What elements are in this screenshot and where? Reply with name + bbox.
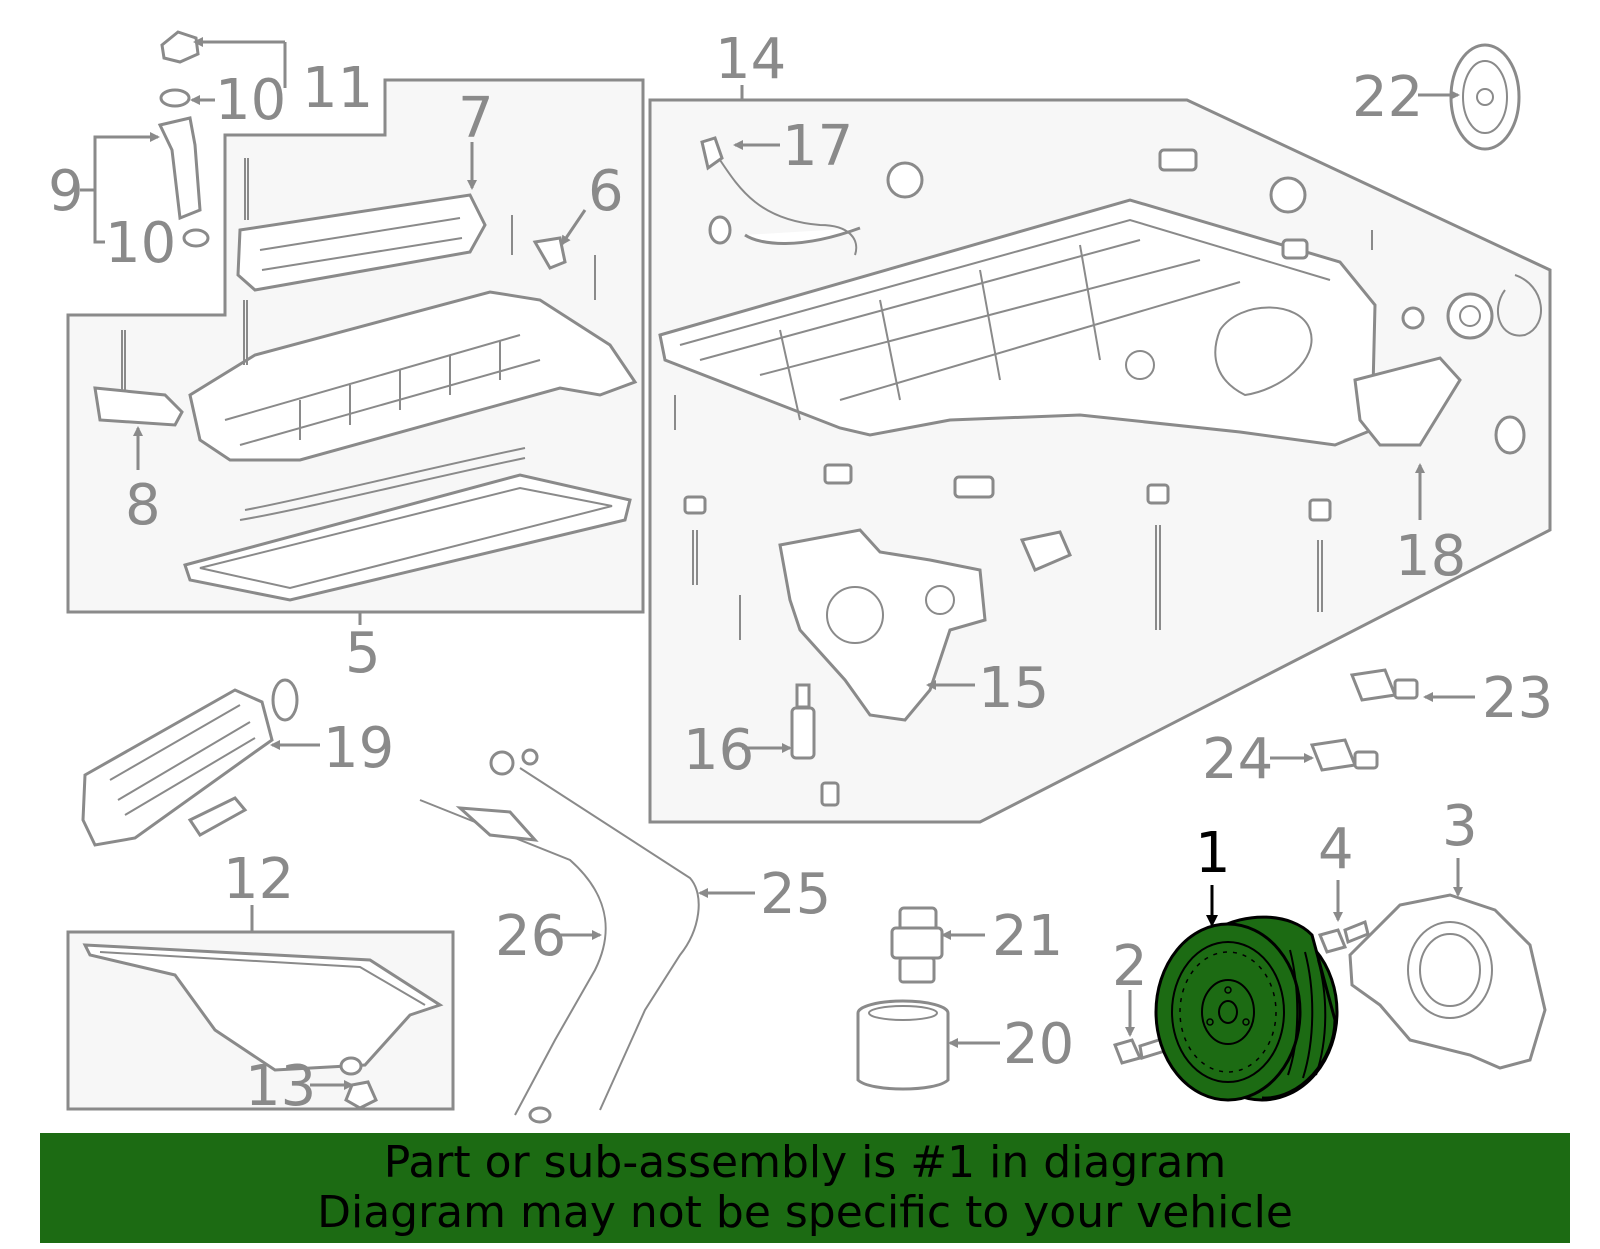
- callout-2: 2: [1112, 934, 1148, 999]
- banner-line-1: Part or sub-assembly is #1 in diagram: [383, 1137, 1227, 1188]
- callout-25: 25: [760, 862, 831, 927]
- callout-19: 19: [323, 716, 394, 781]
- callout-14: 14: [715, 27, 786, 92]
- callout-22: 22: [1352, 65, 1423, 130]
- callout-9: 9: [48, 159, 84, 224]
- callout-11: 11: [302, 56, 373, 121]
- oil-tube-part: [81, 678, 299, 847]
- callout-10-lower: 10: [105, 211, 176, 276]
- valve-cover-part: [93, 158, 638, 602]
- oil-filter-part: [856, 999, 950, 1091]
- callout-21: 21: [992, 904, 1063, 969]
- dipstick-part: [419, 748, 700, 1124]
- seal-housing-part: [1348, 893, 1547, 1070]
- sensor-23-part: [1349, 668, 1419, 702]
- callout-15: 15: [978, 656, 1049, 721]
- callout-10-upper: 10: [215, 68, 286, 133]
- engine-block-part: [658, 136, 1542, 640]
- callout-6: 6: [588, 159, 624, 224]
- sensor-24-part: [1309, 738, 1379, 772]
- callout-24: 24: [1202, 727, 1273, 792]
- oil-pump-part: [778, 528, 987, 807]
- callout-8: 8: [125, 473, 161, 538]
- banner-line-2: Diagram may not be specific to your vehi…: [317, 1187, 1293, 1238]
- callout-23: 23: [1482, 666, 1553, 731]
- callout-13: 13: [245, 1054, 316, 1119]
- oil-pan-part: [82, 943, 444, 1110]
- oil-filler-cap-part: [157, 30, 210, 248]
- callout-17: 17: [782, 114, 853, 179]
- callout-4: 4: [1318, 817, 1354, 882]
- callout-26: 26: [495, 904, 566, 969]
- bolt-4-part: [1317, 919, 1370, 954]
- callout-12: 12: [223, 847, 294, 912]
- callout-7: 7: [458, 86, 494, 151]
- callout-1: 1: [1195, 821, 1231, 886]
- sprocket-part: [1449, 43, 1521, 151]
- callout-3: 3: [1442, 794, 1478, 859]
- callout-20: 20: [1003, 1012, 1074, 1077]
- info-banner: Part or sub-assembly is #1 in diagram Di…: [40, 1133, 1570, 1243]
- callout-16: 16: [683, 718, 754, 783]
- callout-5: 5: [345, 621, 381, 686]
- oil-filter-adapter-part: [890, 906, 944, 984]
- crankshaft-pulley-part: [1154, 915, 1339, 1102]
- callout-18: 18: [1395, 524, 1466, 589]
